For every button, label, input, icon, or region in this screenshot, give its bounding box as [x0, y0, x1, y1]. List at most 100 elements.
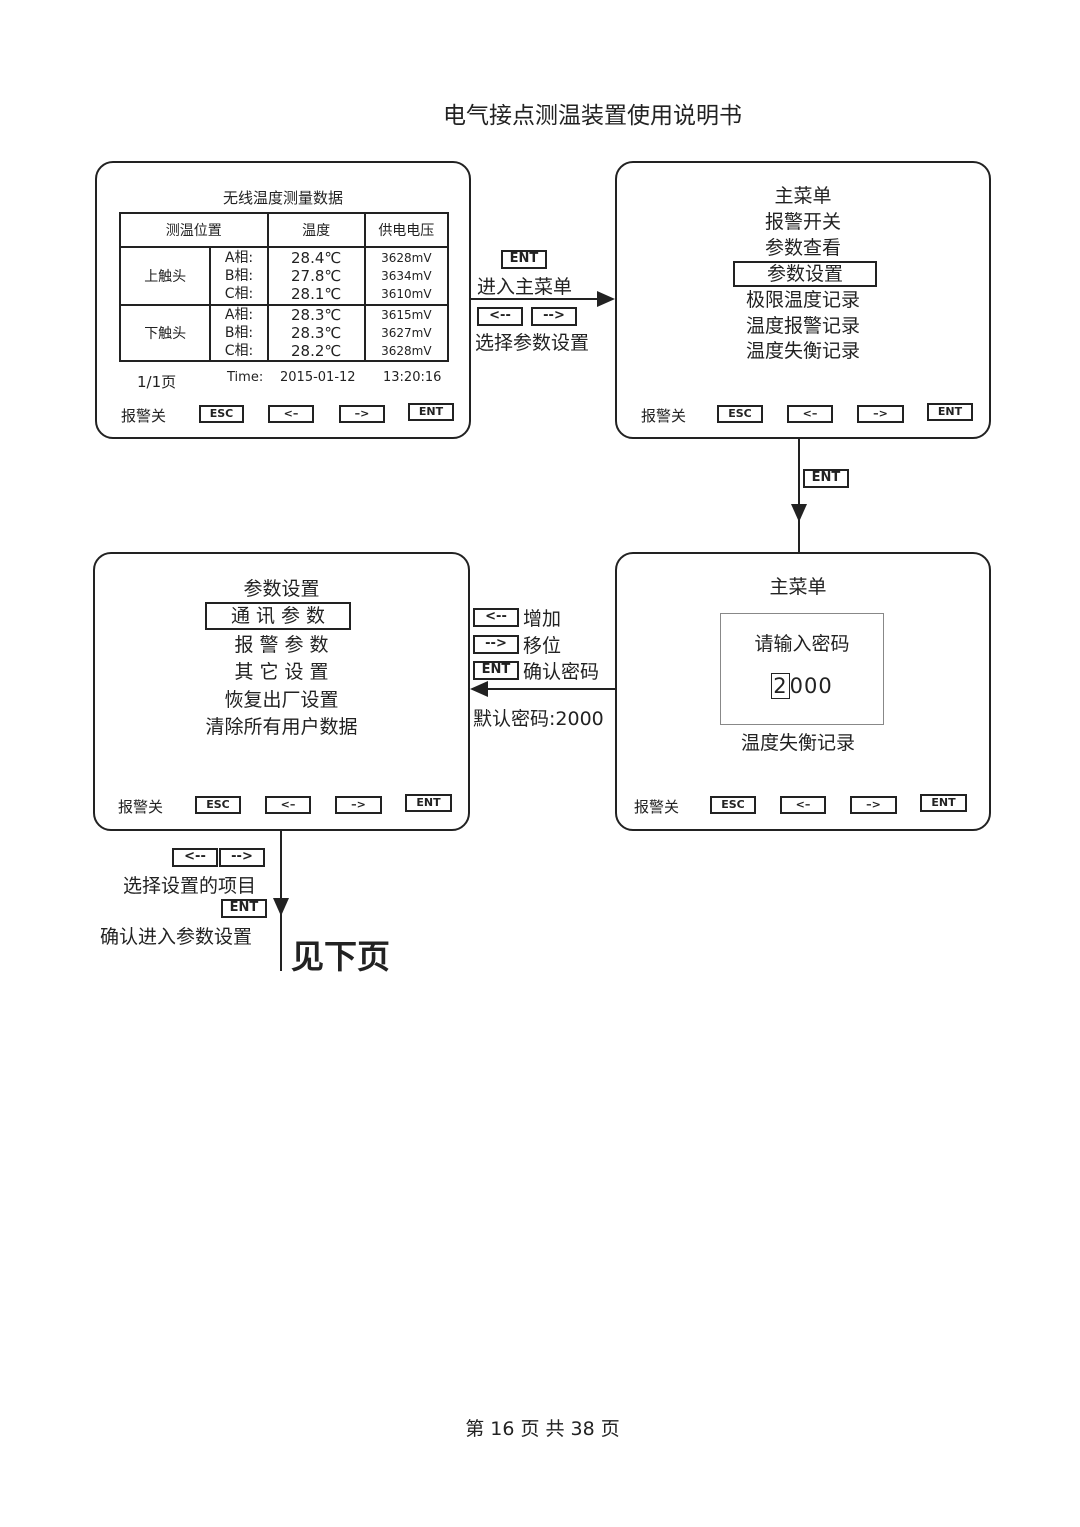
alarm-status: 报警关: [121, 407, 167, 425]
ent-button[interactable]: ENT: [920, 794, 967, 812]
menu-item[interactable]: 报 警 参 数: [234, 634, 329, 656]
arrow-down-icon: [791, 504, 807, 522]
arrow-line: [471, 298, 601, 300]
screen-title: 主菜单: [769, 576, 827, 598]
password-dialog: 请输入密码 2000: [720, 613, 884, 725]
right-key-label: -->: [531, 307, 577, 326]
ent-key-label: ENT: [473, 661, 519, 680]
screen-title: 无线温度测量数据: [222, 189, 343, 207]
menu-item-selected[interactable]: 参数设置: [733, 261, 877, 287]
document-title: 电气接点测温装置使用说明书: [443, 103, 742, 129]
increase-label: 增加: [523, 608, 562, 630]
right-button[interactable]: –>: [857, 405, 904, 423]
left-button[interactable]: <–: [265, 796, 311, 814]
left-key-label: <--: [473, 608, 519, 627]
esc-button[interactable]: ESC: [199, 405, 244, 423]
phase: C相:: [224, 286, 254, 302]
left-key-label: <--: [477, 307, 523, 326]
group-name: 下触头: [118, 304, 212, 362]
arrow-down-icon: [273, 898, 289, 916]
menu-item[interactable]: 温度失衡记录: [745, 340, 860, 362]
menu-item[interactable]: 温度报警记录: [745, 315, 860, 337]
voltage: 3634mV: [381, 269, 432, 283]
esc-button[interactable]: ESC: [195, 796, 241, 814]
ent-key-label: ENT: [221, 899, 267, 918]
menu-item-selected[interactable]: 通 讯 参 数: [205, 602, 351, 630]
password-prompt: 请输入密码: [754, 633, 850, 655]
alarm-status: 报警关: [118, 798, 164, 816]
group-name: 上触头: [118, 246, 212, 306]
temp: 28.1℃: [290, 285, 342, 303]
temp: 28.3℃: [290, 306, 342, 324]
right-key-label: -->: [473, 635, 519, 654]
voltage: 3628mV: [381, 344, 432, 358]
ent-key-label: ENT: [803, 469, 849, 488]
temp: 28.2℃: [290, 342, 342, 360]
right-button[interactable]: –>: [335, 796, 382, 814]
password-input[interactable]: 2000: [721, 673, 883, 699]
left-button[interactable]: <–: [268, 405, 314, 423]
screen-password: 主菜单 请输入密码 2000 温度失衡记录 报警关 ESC <– –> ENT: [615, 552, 991, 831]
confirm-password-label: 确认密码: [523, 661, 600, 683]
page-indicator: 1/1页: [137, 373, 177, 391]
arrow-line: [486, 688, 615, 690]
menu-item[interactable]: 报警开关: [764, 211, 841, 233]
voltage: 3627mV: [381, 326, 432, 340]
alarm-status: 报警关: [641, 407, 687, 425]
phase: B相:: [224, 325, 254, 341]
arrow-right-icon: [597, 291, 615, 307]
phase: A相:: [224, 250, 254, 266]
select-settings-label: 选择参数设置: [475, 332, 590, 354]
password-digits: 000: [789, 674, 833, 698]
alarm-status: 报警关: [634, 798, 680, 816]
temp: 28.4℃: [290, 249, 342, 267]
ent-button[interactable]: ENT: [408, 403, 454, 421]
left-button[interactable]: <–: [787, 405, 833, 423]
left-key-label: <--: [172, 848, 218, 867]
ent-key-label: ENT: [501, 250, 547, 269]
left-button[interactable]: <–: [780, 796, 826, 814]
select-item-label: 选择设置的项目: [123, 875, 257, 897]
menu-item[interactable]: 清除所有用户数据: [205, 716, 358, 738]
arrow-left-icon: [470, 681, 488, 697]
header-voltage: 供电电压: [363, 212, 450, 248]
time-label: Time:: [227, 370, 264, 385]
esc-button[interactable]: ESC: [710, 796, 756, 814]
screen-title: 参数设置: [243, 578, 320, 600]
menu-item[interactable]: 极限温度记录: [745, 289, 860, 311]
confirm-enter-label: 确认进入参数设置: [100, 926, 253, 948]
esc-button[interactable]: ESC: [717, 405, 763, 423]
shift-label: 移位: [523, 635, 562, 657]
temp: 27.8℃: [290, 267, 342, 285]
arrow-line: [798, 439, 800, 552]
see-next-page: 见下页: [291, 937, 390, 976]
header-temp: 温度: [266, 212, 366, 248]
screen-wireless-data: 无线温度测量数据 测温位置 温度 供电电压 上触头 A相:B相:C相: 28.4…: [95, 161, 471, 439]
right-button[interactable]: –>: [339, 405, 385, 423]
screen-main-menu: 主菜单 报警开关 参数查看 参数设置 极限温度记录 温度报警记录 温度失衡记录 …: [615, 161, 991, 439]
cursor-digit: 2: [771, 673, 790, 699]
enter-main-menu-label: 进入主菜单: [477, 276, 573, 298]
right-key-label: -->: [219, 848, 265, 867]
ent-button[interactable]: ENT: [927, 403, 973, 421]
date-value: 2015-01-12: [280, 370, 356, 385]
ent-button[interactable]: ENT: [405, 794, 452, 812]
menu-item[interactable]: 参数查看: [764, 237, 841, 259]
right-button[interactable]: –>: [850, 796, 897, 814]
screen-parameter-settings: 参数设置 通 讯 参 数 报 警 参 数 其 它 设 置 恢复出厂设置 清除所有…: [93, 552, 470, 831]
voltage: 3610mV: [381, 287, 432, 301]
page-footer: 第 16 页 共 38 页: [465, 1418, 620, 1440]
phase: B相:: [224, 268, 254, 284]
menu-item[interactable]: 其 它 设 置: [234, 661, 329, 683]
time-value: 13:20:16: [383, 370, 442, 385]
screen-title: 主菜单: [774, 185, 832, 207]
default-password-label: 默认密码:2000: [473, 708, 604, 730]
phase: A相:: [224, 307, 254, 323]
voltage: 3615mV: [381, 308, 432, 322]
menu-item[interactable]: 恢复出厂设置: [224, 689, 339, 711]
temp: 28.3℃: [290, 324, 342, 342]
